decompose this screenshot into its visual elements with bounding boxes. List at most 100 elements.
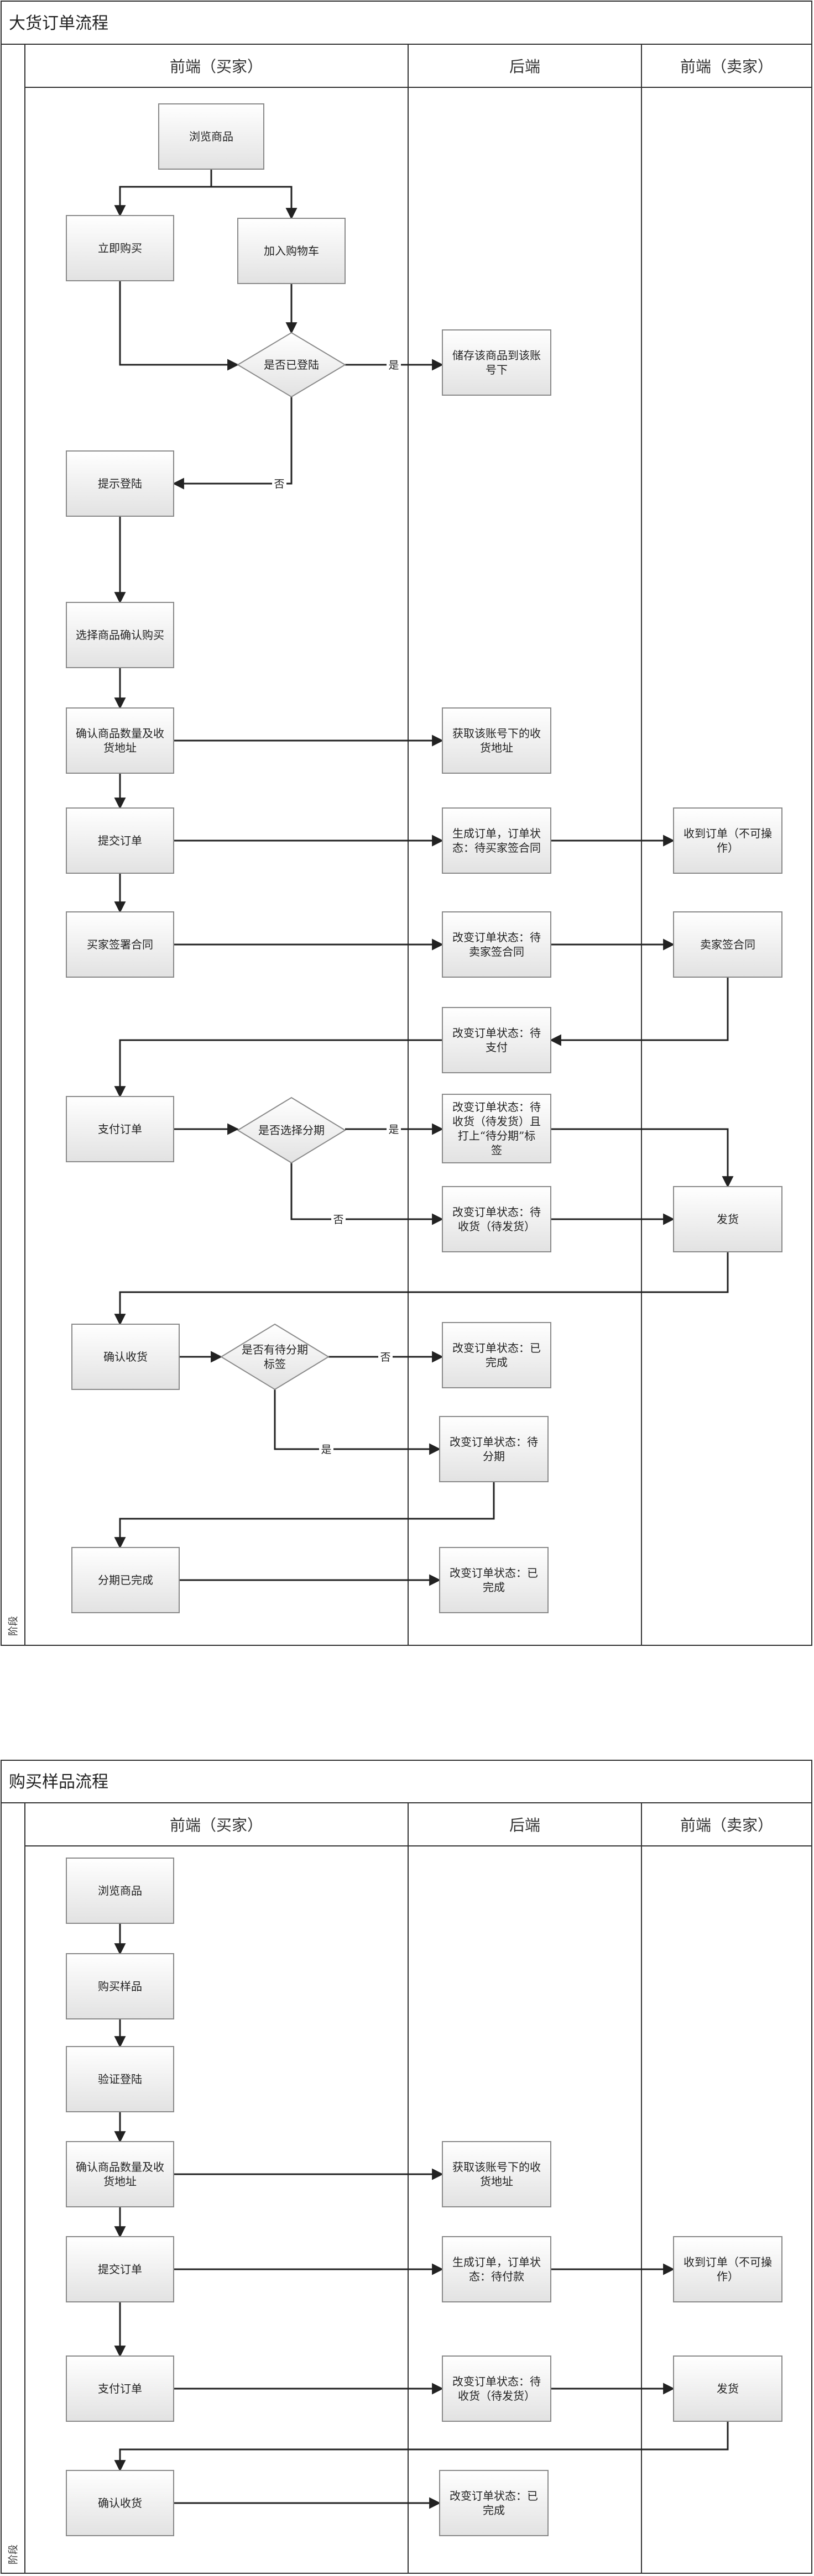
edge-b1-to-b2 xyxy=(114,169,212,217)
node-label: 获取该账号下的收 xyxy=(452,2160,541,2174)
node-label: 立即购买 xyxy=(98,242,142,255)
node-label: 加入购物车 xyxy=(264,244,319,258)
node-s2: 购买样品 xyxy=(66,1953,174,2019)
edge-label: 否 xyxy=(380,1351,390,1363)
process-box xyxy=(673,911,782,978)
process-box xyxy=(442,1094,551,1163)
node-b27: 改变订单状态：已完成 xyxy=(439,1547,549,1613)
node-label: 确认收货 xyxy=(98,2496,142,2510)
edge-b15-to-b16 xyxy=(549,977,729,1046)
node-s13: 改变订单状态：已完成 xyxy=(439,2470,549,2536)
node-label: 收货（待发货）且 xyxy=(452,1115,541,1128)
process-box xyxy=(71,1324,180,1390)
pool-sample: 购买样品流程 前端（买家） 后端 前端（卖家） 阶段 xyxy=(1,1760,812,2574)
node-label: 提交订单 xyxy=(98,834,142,847)
node-label: 储存该商品到该账 xyxy=(452,349,541,362)
edge-b4-to-b6 xyxy=(172,397,293,490)
node-label: 完成 xyxy=(486,1356,508,1369)
process-box xyxy=(442,1186,551,1252)
process-box xyxy=(442,807,551,874)
process-box xyxy=(66,707,174,774)
process-box xyxy=(66,602,174,668)
node-label: 生成订单，订单状 xyxy=(452,827,541,840)
node-b17: 支付订单 xyxy=(66,1096,174,1162)
lane-seller-header: 前端（卖家） xyxy=(680,57,773,76)
node-label: 改变订单状态：待 xyxy=(450,1435,538,1449)
pool-bulk-title: 大货订单流程 xyxy=(9,14,108,33)
lane-backend-header: 后端 xyxy=(509,57,540,76)
node-b26: 分期已完成 xyxy=(71,1547,180,1613)
node-s12: 确认收货 xyxy=(66,2470,174,2536)
edge-s11-to-s12 xyxy=(114,2421,729,2472)
node-label: 标签 xyxy=(264,1357,286,1371)
node-label: 打上“待分期”标 xyxy=(458,1129,535,1142)
node-b18: 是否选择分期 xyxy=(237,1096,346,1164)
node-s6: 提交订单 xyxy=(66,2236,174,2302)
node-label: 作） xyxy=(717,2270,739,2283)
edge-label: 否 xyxy=(333,1214,343,1226)
node-label: 确认收货 xyxy=(103,1350,148,1363)
node-label: 是否已登陆 xyxy=(264,358,319,371)
process-box xyxy=(66,215,174,281)
node-label: 签 xyxy=(491,1143,502,1157)
process-box xyxy=(673,807,782,874)
node-s9: 支付订单 xyxy=(66,2355,174,2422)
node-label: 确认商品数量及收 xyxy=(76,727,164,740)
node-label: 货地址 xyxy=(103,741,137,754)
node-b4: 是否已登陆 xyxy=(237,332,346,398)
node-label: 改变订单状态：已 xyxy=(450,1566,538,1580)
node-label: 改变订单状态：待 xyxy=(452,931,541,944)
process-box xyxy=(66,2046,174,2112)
node-label: 改变订单状态：待 xyxy=(452,1100,541,1114)
process-box xyxy=(66,1953,174,2019)
lane-buyer-header: 前端（买家） xyxy=(170,57,263,76)
node-label: 卖家签合同 xyxy=(700,938,755,951)
lane-seller-header: 前端（卖家） xyxy=(680,1816,773,1834)
node-b21: 发货 xyxy=(673,1186,782,1252)
node-label: 卖家签合同 xyxy=(469,945,524,958)
process-box xyxy=(66,1858,174,1924)
edge-b16-to-b17 xyxy=(114,1039,442,1098)
node-label: 分期 xyxy=(483,1450,505,1463)
process-box xyxy=(66,2236,174,2302)
process-box xyxy=(442,1322,551,1388)
node-b25: 改变订单状态：待分期 xyxy=(439,1416,549,1482)
node-label: 作） xyxy=(717,841,739,854)
node-b11: 生成订单，订单状态：待买家签合同 xyxy=(442,807,551,874)
node-b20: 改变订单状态：待收货（待发货） xyxy=(442,1186,551,1252)
node-label: 号下 xyxy=(486,363,508,376)
lane-backend-header: 后端 xyxy=(509,1816,540,1834)
edge-b2-to-b4 xyxy=(119,281,239,371)
node-label: 收到订单（不可操 xyxy=(683,827,772,840)
process-box xyxy=(439,1547,549,1613)
pool-bulk: 大货订单流程 前端（买家） 后端 前端（卖家） 阶段 xyxy=(1,1,812,1646)
node-b13: 买家签署合同 xyxy=(66,911,174,978)
edge-label-bg xyxy=(387,358,401,372)
node-label: 货地址 xyxy=(103,2175,137,2188)
process-box xyxy=(237,218,346,284)
process-box xyxy=(442,707,551,774)
node-b22: 确认收货 xyxy=(71,1324,180,1390)
edge-label: 是 xyxy=(388,1124,399,1136)
node-label: 收到订单（不可操 xyxy=(683,2255,772,2269)
node-label: 发货 xyxy=(717,1213,739,1226)
node-b6: 提示登陆 xyxy=(66,450,174,517)
node-label: 支付订单 xyxy=(98,1122,142,1136)
edge-b23-to-b25 xyxy=(274,1389,441,1455)
node-b15: 卖家签合同 xyxy=(673,911,782,978)
node-label: 改变订单状态：已 xyxy=(450,2489,538,2502)
process-box xyxy=(673,2355,782,2422)
node-b19: 改变订单状态：待收货（待发货）且打上“待分期”标签 xyxy=(442,1094,551,1163)
process-box xyxy=(442,1007,551,1073)
process-box xyxy=(442,911,551,978)
edge-b18-to-b20 xyxy=(290,1163,444,1225)
node-label: 改变订单状态：待 xyxy=(452,1026,541,1040)
node-label: 是否选择分期 xyxy=(258,1124,325,1137)
